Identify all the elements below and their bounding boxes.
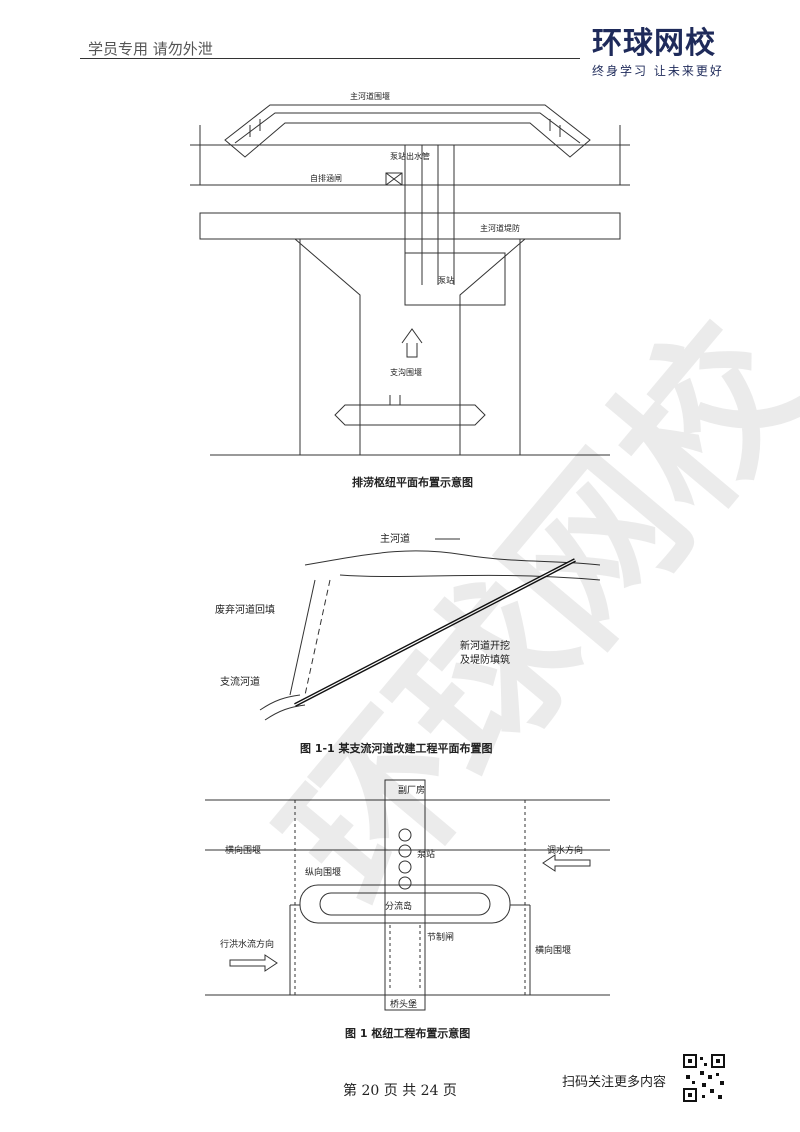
qr-code-icon[interactable] [682, 1053, 726, 1103]
label-auto-sluice: 自排涵闸 [310, 173, 342, 183]
label-transverse-cofferdam-left: 横向围堰 [225, 844, 261, 856]
label-pump-station-3: 泵站 [417, 848, 435, 860]
figure2-caption: 图 1-1 某支流河道改建工程平面布置图 [300, 742, 493, 755]
label-new-channel-2: 及堤防填筑 [460, 653, 510, 666]
label-branch-cofferdam: 支沟围堰 [390, 367, 422, 377]
figure-hub-engineering: 副厂房 泵站 横向围堰 纵向围堰 分流岛 行洪水流方向 调水方向 横向围堰 节制… [205, 779, 610, 1011]
header-rule [80, 58, 580, 59]
label-branch-river: 支流河道 [220, 675, 260, 688]
figure-drainage-hub: 主河道围堰 泵站出水管 自排涵闸 主河道堤防 泵站 支沟围堰 [190, 91, 630, 456]
label-longitudinal-cofferdam: 纵向围堰 [305, 866, 341, 878]
label-diversion-island: 分流岛 [385, 900, 412, 912]
label-aux-plant: 副厂房 [398, 784, 425, 796]
figure3-caption: 图 1 枢纽工程布置示意图 [345, 1027, 471, 1040]
label-pump-station: 泵站 [438, 275, 454, 285]
logo-title: 环球网校 [592, 26, 716, 61]
label-flow-dir-left: 行洪水流方向 [220, 938, 274, 950]
label-bridge-pier: 桥头堡 [390, 998, 417, 1010]
label-pump-outlet: 泵站出水管 [390, 151, 430, 161]
logo-slogan: 终身学习 让未来更好 [592, 64, 724, 78]
label-main-cofferdam: 主河道围堰 [350, 91, 390, 101]
label-main-river: 主河道 [380, 532, 410, 545]
label-control-gate: 节制闸 [427, 931, 454, 943]
label-new-channel-1: 新河道开挖 [460, 639, 510, 652]
header-note: 学员专用 请勿外泄 [88, 40, 213, 58]
label-abandoned-fill: 废弃河道回填 [215, 603, 275, 616]
page-number: 第 20 页 共 24 页 [343, 1083, 457, 1099]
label-flow-dir-right: 调水方向 [547, 844, 583, 856]
label-transverse-cofferdam-right: 横向围堰 [535, 944, 571, 956]
label-main-levee: 主河道堤防 [480, 223, 520, 233]
figure-branch-river: 主河道 废弃河道回填 新河道开挖 及堤防填筑 支流河道 [215, 532, 601, 721]
qr-caption: 扫码关注更多内容 [562, 1075, 667, 1090]
brand-logo: 环球网校 终身学习 让未来更好 [592, 26, 742, 79]
figure1-caption: 排涝枢纽平面布置示意图 [352, 476, 473, 489]
